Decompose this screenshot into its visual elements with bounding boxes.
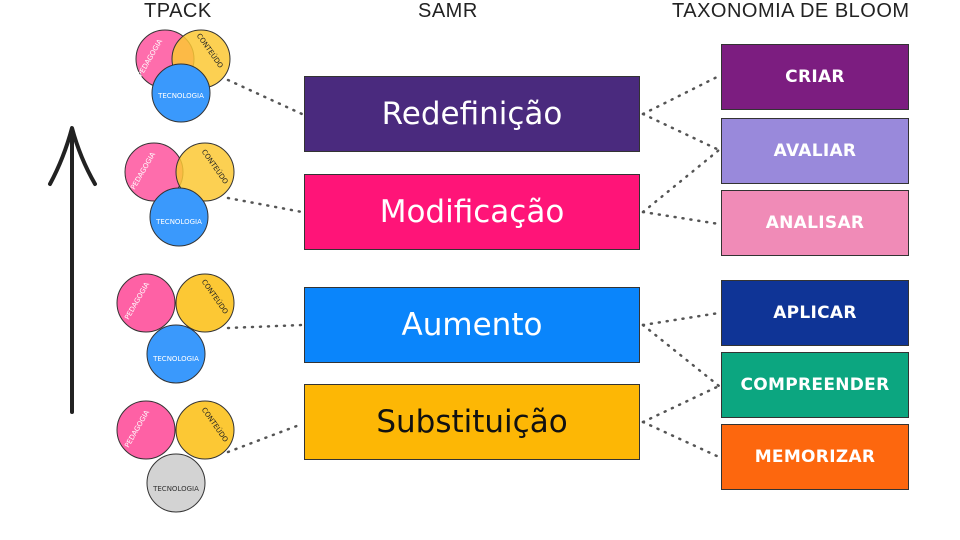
tpack-tecnologia-label: TECNOLOGIA: [152, 485, 199, 493]
samr-aumento: Aumento: [304, 287, 640, 363]
bloom-compreender: COMPREENDER: [721, 352, 909, 418]
tpack-venn-1: PEDAGOGIA CONTEÚDO TECNOLOGIA: [135, 29, 231, 123]
bloom-avaliar: AVALIAR: [721, 118, 909, 184]
tpack-tecnologia-label: TECNOLOGIA: [152, 355, 199, 363]
samr-label: Substituição: [376, 404, 568, 440]
samr-substituicao: Substituição: [304, 384, 640, 460]
bloom-criar: CRIAR: [721, 44, 909, 110]
bloom-analisar: ANALISAR: [721, 190, 909, 256]
samr-modificacao: Modificação: [304, 174, 640, 250]
tpack-header: TPACK: [144, 0, 212, 22]
bloom-aplicar: APLICAR: [721, 280, 909, 346]
tpack-venn-3: PEDAGOGIA CONTEÚDO TECNOLOGIA: [116, 273, 235, 384]
samr-label: Modificação: [379, 194, 565, 230]
samr-label: Aumento: [401, 307, 543, 343]
tpack-tecnologia-label: TECNOLOGIA: [157, 92, 204, 100]
bloom-header: TAXONOMIA DE BLOOM: [672, 0, 910, 22]
bloom-label: MEMORIZAR: [754, 447, 876, 467]
samr-header: SAMR: [418, 0, 478, 22]
bloom-label: CRIAR: [785, 67, 845, 87]
bloom-label: AVALIAR: [773, 141, 857, 161]
bloom-connectors: [641, 74, 721, 459]
samr-label: Redefinição: [381, 96, 563, 132]
tpack-venn-2: PEDAGOGIA CONTEÚDO TECNOLOGIA: [124, 142, 235, 247]
bloom-label: ANALISAR: [765, 213, 865, 233]
bloom-memorizar: MEMORIZAR: [721, 424, 909, 490]
bloom-label: APLICAR: [773, 303, 857, 323]
tpack-venn-4: PEDAGOGIA CONTEÚDO TECNOLOGIA: [116, 400, 235, 513]
tpack-connectors: [226, 78, 304, 454]
samr-redefinicao: Redefinição: [304, 76, 640, 152]
tpack-tecnologia-label: TECNOLOGIA: [155, 218, 202, 226]
bloom-label: COMPREENDER: [740, 375, 890, 395]
arrow-up-icon: [48, 126, 97, 414]
